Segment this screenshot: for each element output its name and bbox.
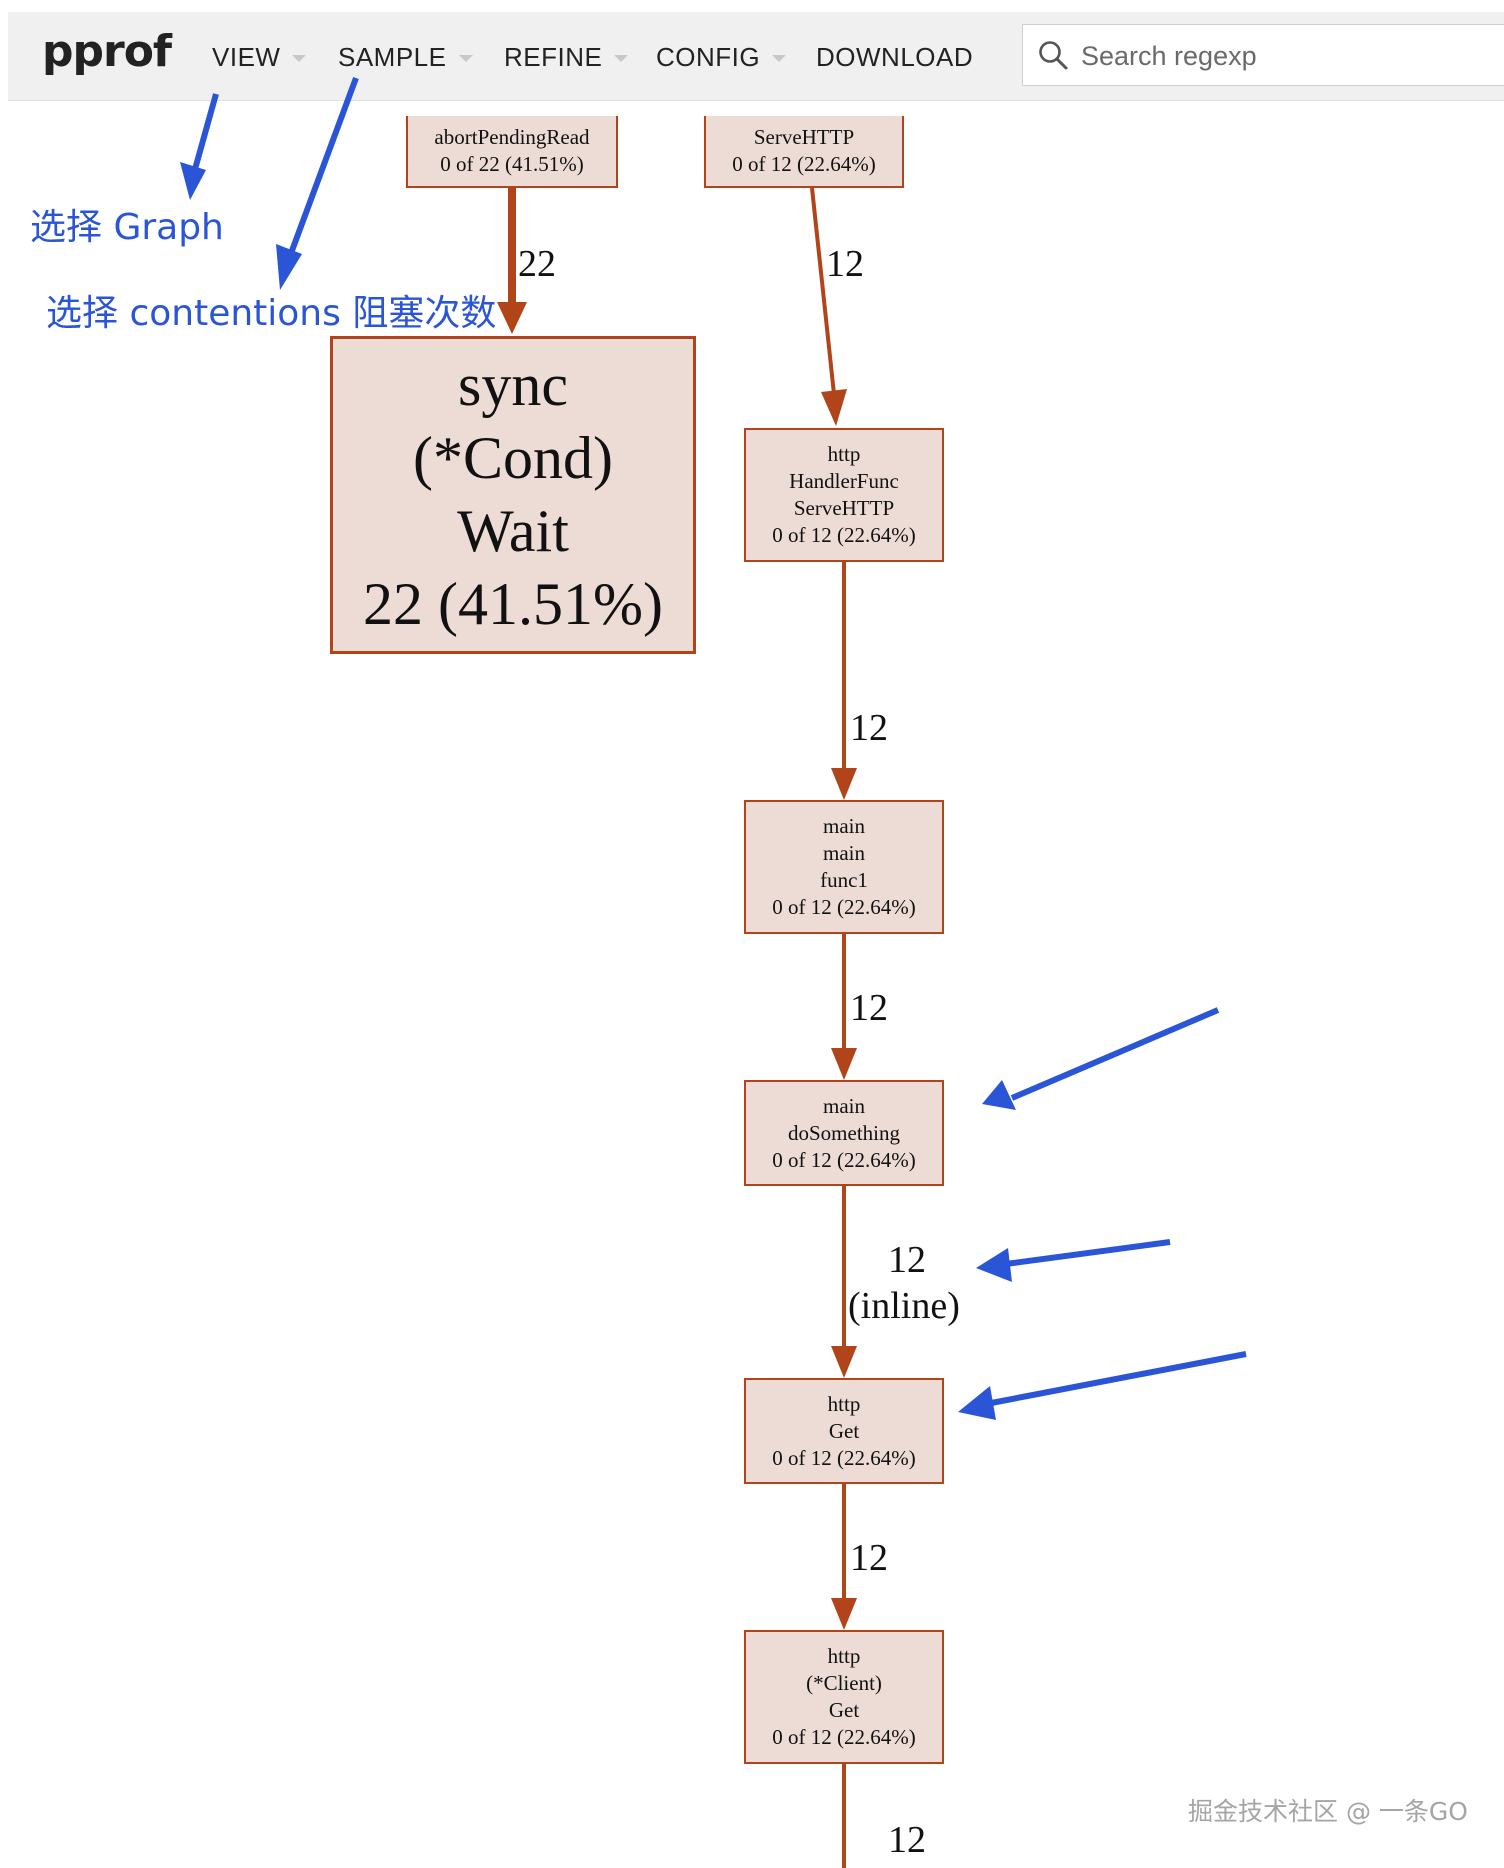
search-icon	[1039, 41, 1068, 70]
node-abort-pending-read[interactable]: abortPendingRead 0 of 22 (41.51%)	[406, 116, 618, 188]
annotation-arrow-view	[189, 93, 219, 181]
chevron-down-icon	[614, 55, 629, 62]
menu-config-label: CONFIG	[656, 42, 761, 72]
node-line: abortPendingRead	[434, 125, 590, 149]
node-http-client-get[interactable]: http (*Client) Get 0 of 12 (22.64%)	[744, 1630, 944, 1764]
top-toolbar: pprof VIEW SAMPLE REFINE CONFIG DOWNLOAD	[8, 12, 1504, 101]
node-line: 0 of 12 (22.64%)	[772, 895, 916, 919]
edge-label: 12	[850, 987, 888, 1029]
node-line: 0 of 12 (22.64%)	[772, 1725, 916, 1749]
menu-refine[interactable]: REFINE	[504, 42, 629, 73]
search-box[interactable]	[1022, 24, 1504, 86]
node-line: http	[827, 1644, 861, 1668]
edge-label: 12	[888, 1819, 926, 1861]
node-line: HandlerFunc	[789, 469, 899, 493]
edge-label-inline: (inline)	[848, 1285, 960, 1327]
search-input[interactable]	[1079, 35, 1503, 77]
edge-label: 12	[826, 243, 864, 285]
watermark: 掘金技术社区 @ 一条GO	[1188, 1797, 1468, 1826]
menu-download[interactable]: DOWNLOAD	[816, 42, 973, 73]
node-line: 0 of 12 (22.64%)	[772, 1445, 916, 1470]
node-http-get[interactable]: http Get 0 of 12 (22.64%)	[744, 1378, 944, 1484]
edge-arrowhead	[831, 1048, 857, 1080]
menu-view[interactable]: VIEW	[212, 42, 307, 73]
node-serve-http[interactable]: ServeHTTP 0 of 12 (22.64%)	[704, 116, 904, 188]
node-line: func1	[820, 868, 868, 892]
annotation-arrowhead	[976, 1248, 1012, 1282]
annotation-arrow-inline	[1005, 1239, 1171, 1267]
menu-sample-label: SAMPLE	[338, 42, 447, 72]
node-line: 0 of 12 (22.64%)	[772, 523, 916, 547]
chevron-down-icon	[292, 55, 307, 62]
annotation-arrowhead	[276, 244, 302, 290]
node-line: (*Client)	[806, 1671, 882, 1695]
menu-refine-label: REFINE	[504, 42, 603, 72]
node-http-handlerfunc[interactable]: http HandlerFunc ServeHTTP 0 of 12 (22.6…	[744, 428, 944, 562]
node-line: http	[827, 442, 861, 466]
node-line: http	[827, 1391, 861, 1416]
annotation-arrow-http-get	[985, 1351, 1247, 1407]
edge-arrowhead	[497, 302, 527, 334]
node-line: Get	[828, 1418, 860, 1443]
node-sync-cond-wait[interactable]: sync (*Cond) Wait 22 (41.51%)	[330, 336, 696, 654]
annotation-select-graph: 选择 Graph	[30, 207, 224, 248]
edge-label: 12	[888, 1239, 926, 1281]
node-line: 0 of 22 (41.51%)	[440, 152, 584, 176]
node-line: ServeHTTP	[793, 496, 895, 520]
node-line: sync	[458, 352, 568, 418]
annotation-arrow-sample	[287, 76, 359, 258]
edge-servehttp-to-handlerfunc[interactable]	[810, 187, 836, 395]
edge-arrowhead	[831, 1598, 857, 1630]
edge-arrowhead	[831, 768, 857, 800]
annotation-arrowhead	[958, 1386, 996, 1420]
annotation-arrowhead	[180, 162, 206, 200]
chevron-down-icon	[458, 55, 473, 62]
node-line: (*Cond)	[413, 425, 613, 491]
chevron-down-icon	[772, 55, 787, 62]
node-line: main	[823, 1093, 865, 1118]
node-line: doSomething	[787, 1120, 900, 1145]
node-line: main	[823, 841, 865, 865]
annotation-arrow-dosomething	[1010, 1007, 1220, 1101]
node-line: Wait	[457, 498, 569, 564]
pprof-logo[interactable]: pprof	[42, 26, 172, 77]
edge-arrowhead	[831, 1346, 857, 1378]
menu-config[interactable]: CONFIG	[656, 42, 787, 73]
annotation-arrowhead	[982, 1080, 1016, 1110]
node-line: Get	[828, 1698, 860, 1722]
node-line: 22 (41.51%)	[363, 571, 663, 637]
edge-label: 22	[518, 243, 556, 285]
node-line: 0 of 12 (22.64%)	[732, 152, 876, 176]
edge-label: 12	[850, 707, 888, 749]
menu-download-label: DOWNLOAD	[816, 42, 974, 72]
menu-sample[interactable]: SAMPLE	[338, 42, 473, 73]
node-line: 0 of 12 (22.64%)	[772, 1147, 916, 1172]
node-main-dosomething[interactable]: main doSomething 0 of 12 (22.64%)	[744, 1080, 944, 1186]
menu-view-label: VIEW	[212, 42, 281, 72]
edge-arrowhead	[821, 389, 847, 426]
node-line: main	[823, 814, 865, 838]
node-line: ServeHTTP	[753, 125, 855, 149]
edge-label: 12	[850, 1537, 888, 1579]
node-main-main-func1[interactable]: main main func1 0 of 12 (22.64%)	[744, 800, 944, 934]
annotation-select-contentions: 选择 contentions 阻塞次数	[46, 293, 497, 334]
